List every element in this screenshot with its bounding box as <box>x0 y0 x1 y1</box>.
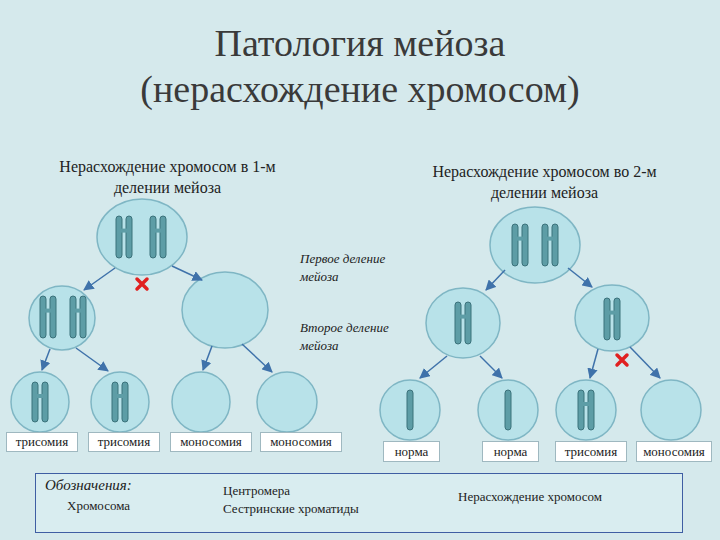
result-text: трисомия <box>16 434 68 450</box>
result-text: норма <box>395 444 429 460</box>
legend-text: Центромера <box>223 483 290 499</box>
stage-label: Второе деление мейоза <box>300 319 400 355</box>
result-label: норма <box>383 441 440 462</box>
legend-panel: Обозначения: Хромосома ЦентромераСестринск… <box>35 473 683 533</box>
legend-text: Сестринские хроматиды <box>223 501 359 517</box>
result-text: моносомия <box>180 434 242 450</box>
result-text: трисомия <box>98 434 150 450</box>
title: Патология мейоза (нерасхождение хромосом… <box>110 20 610 112</box>
section-heading: Нерасхождение хромосом во 2-м делении ме… <box>432 161 657 203</box>
result-label: трисомия <box>6 432 78 452</box>
result-label: трисомия <box>555 441 627 462</box>
result-label: моносомия <box>170 432 252 452</box>
result-label: моносомия <box>260 432 342 452</box>
result-text: моносомия <box>643 444 705 460</box>
legend-text: Хромосома <box>67 498 130 514</box>
result-text: норма <box>494 444 528 460</box>
legend-heading: Обозначения: <box>45 477 132 494</box>
result-text: моносомия <box>270 434 332 450</box>
result-label: норма <box>482 441 539 462</box>
legend-text: Нерасхождение хромосом <box>458 489 602 505</box>
result-label: моносомия <box>636 441 712 462</box>
result-label: трисомия <box>88 432 160 452</box>
section-heading: Нерасхождение хромосом в 1-м делении мей… <box>55 156 280 198</box>
result-text: трисомия <box>565 444 617 460</box>
stage-label: Первое деление мейоза <box>300 250 400 286</box>
